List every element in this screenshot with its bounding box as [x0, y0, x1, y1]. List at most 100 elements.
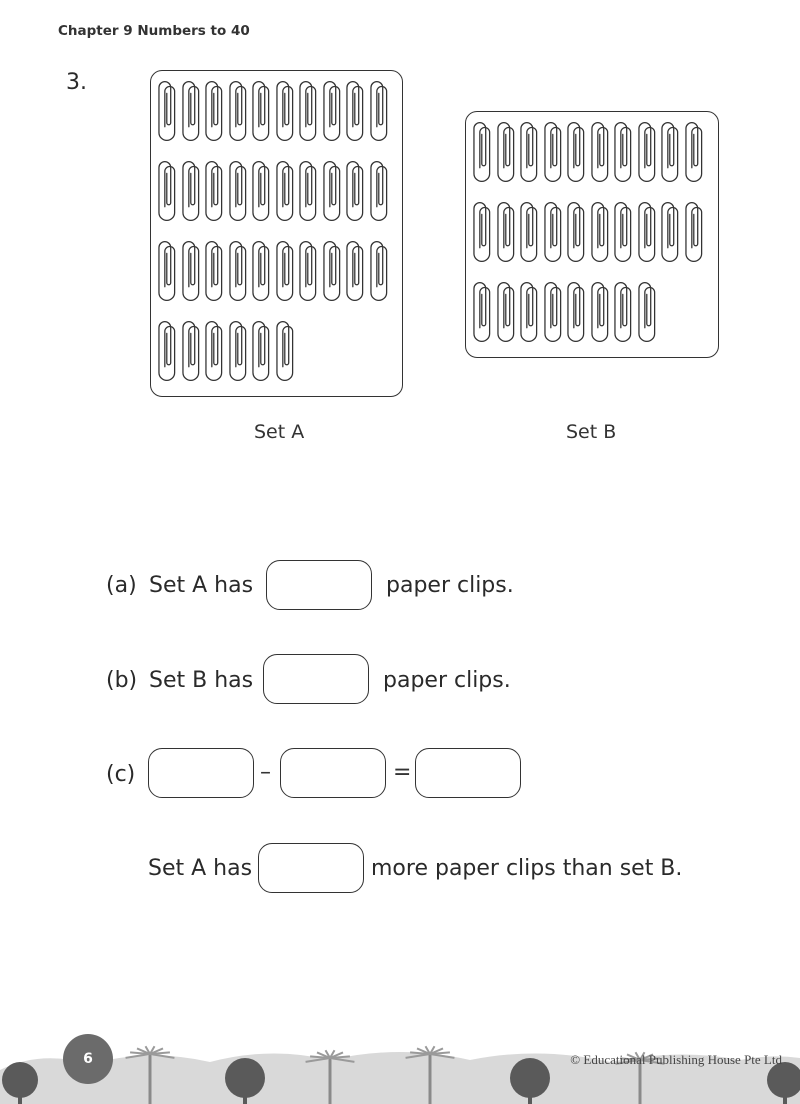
page-number: 6	[63, 1034, 113, 1084]
paper-clip-icon	[543, 282, 561, 342]
clip-row	[472, 200, 707, 266]
paper-clip-icon	[275, 241, 293, 301]
set-b-label: Set B	[566, 421, 617, 443]
paper-clip-icon	[614, 202, 632, 262]
paper-clip-icon	[567, 202, 585, 262]
paper-clip-icon	[322, 161, 340, 221]
paper-clip-icon	[614, 282, 632, 342]
paper-clip-icon	[228, 321, 246, 381]
paper-clip-icon	[369, 161, 387, 221]
part-b-suffix: paper clips.	[383, 668, 511, 693]
answer-box-c3[interactable]	[415, 748, 521, 798]
part-c-prefix: (c)	[106, 762, 136, 787]
paper-clip-icon	[496, 122, 514, 182]
clip-row	[157, 159, 392, 225]
paper-clip-icon	[252, 321, 270, 381]
paper-clip-icon	[637, 122, 655, 182]
paper-clip-icon	[299, 161, 317, 221]
minus-sign: –	[260, 760, 271, 785]
clip-row	[157, 79, 392, 145]
paper-clip-icon	[346, 161, 364, 221]
paper-clip-icon	[473, 282, 491, 342]
paper-clip-icon	[158, 81, 176, 141]
paper-clip-icon	[181, 81, 199, 141]
clip-row	[472, 280, 660, 346]
clip-row	[472, 120, 707, 186]
paper-clip-icon	[520, 202, 538, 262]
paper-clip-icon	[275, 81, 293, 141]
paper-clip-icon	[205, 161, 223, 221]
palm-tree-icon	[125, 1045, 175, 1104]
paper-clip-icon	[684, 202, 702, 262]
paper-clip-icon	[661, 202, 679, 262]
answer-box-c2[interactable]	[280, 748, 386, 798]
paper-clip-icon	[496, 202, 514, 262]
paper-clip-icon	[275, 161, 293, 221]
tree-icon	[2, 1062, 38, 1104]
paper-clip-icon	[158, 161, 176, 221]
copyright-text: © Educational Publishing House Pte Ltd	[570, 1052, 782, 1067]
paper-clip-icon	[158, 241, 176, 301]
answer-box-a[interactable]	[266, 560, 372, 610]
set-a-box	[150, 70, 403, 397]
answer-box-b[interactable]	[263, 654, 369, 704]
part-b-text: Set B has	[149, 668, 254, 693]
paper-clip-icon	[205, 321, 223, 381]
tree-icon	[225, 1058, 265, 1104]
paper-clip-icon	[369, 81, 387, 141]
paper-clip-icon	[614, 122, 632, 182]
paper-clip-icon	[322, 241, 340, 301]
paper-clip-icon	[496, 282, 514, 342]
paper-clip-icon	[543, 202, 561, 262]
paper-clip-icon	[520, 282, 538, 342]
paper-clip-icon	[275, 321, 293, 381]
paper-clip-icon	[181, 241, 199, 301]
paper-clip-icon	[181, 321, 199, 381]
paper-clip-icon	[252, 161, 270, 221]
paper-clip-icon	[637, 282, 655, 342]
paper-clip-icon	[590, 202, 608, 262]
paper-clip-icon	[661, 122, 679, 182]
paper-clip-icon	[346, 241, 364, 301]
tree-icon	[767, 1062, 800, 1104]
paper-clip-icon	[473, 202, 491, 262]
paper-clip-icon	[252, 81, 270, 141]
paper-clip-icon	[158, 321, 176, 381]
palm-tree-icon	[305, 1049, 355, 1104]
part-a-prefix: (a)	[106, 573, 137, 598]
equals-sign: =	[393, 760, 412, 785]
question-number: 3.	[66, 70, 87, 95]
part-d-suffix: more paper clips than set B.	[371, 856, 683, 881]
paper-clip-icon	[299, 81, 317, 141]
part-a-text: Set A has	[149, 573, 254, 598]
paper-clip-icon	[473, 122, 491, 182]
paper-clip-icon	[637, 202, 655, 262]
set-b-box	[465, 111, 719, 358]
paper-clip-icon	[567, 122, 585, 182]
set-a-label: Set A	[254, 421, 305, 443]
tree-icon	[510, 1058, 550, 1104]
paper-clip-icon	[228, 81, 246, 141]
paper-clip-icon	[369, 241, 387, 301]
part-d-text: Set A has	[148, 856, 253, 881]
paper-clip-icon	[228, 161, 246, 221]
paper-clip-icon	[322, 81, 340, 141]
paper-clip-icon	[205, 81, 223, 141]
answer-box-d[interactable]	[258, 843, 364, 893]
paper-clip-icon	[346, 81, 364, 141]
paper-clip-icon	[205, 241, 223, 301]
paper-clip-icon	[684, 122, 702, 182]
answer-box-c1[interactable]	[148, 748, 254, 798]
part-a-suffix: paper clips.	[386, 573, 514, 598]
paper-clip-icon	[228, 241, 246, 301]
clip-row	[157, 239, 392, 305]
footer-decoration	[0, 1045, 800, 1104]
paper-clip-icon	[299, 241, 317, 301]
palm-tree-icon	[405, 1045, 455, 1104]
clip-row	[157, 319, 298, 385]
paper-clip-icon	[567, 282, 585, 342]
part-b-prefix: (b)	[106, 668, 138, 693]
grass-band	[0, 1052, 800, 1104]
paper-clip-icon	[590, 282, 608, 342]
paper-clip-icon	[252, 241, 270, 301]
